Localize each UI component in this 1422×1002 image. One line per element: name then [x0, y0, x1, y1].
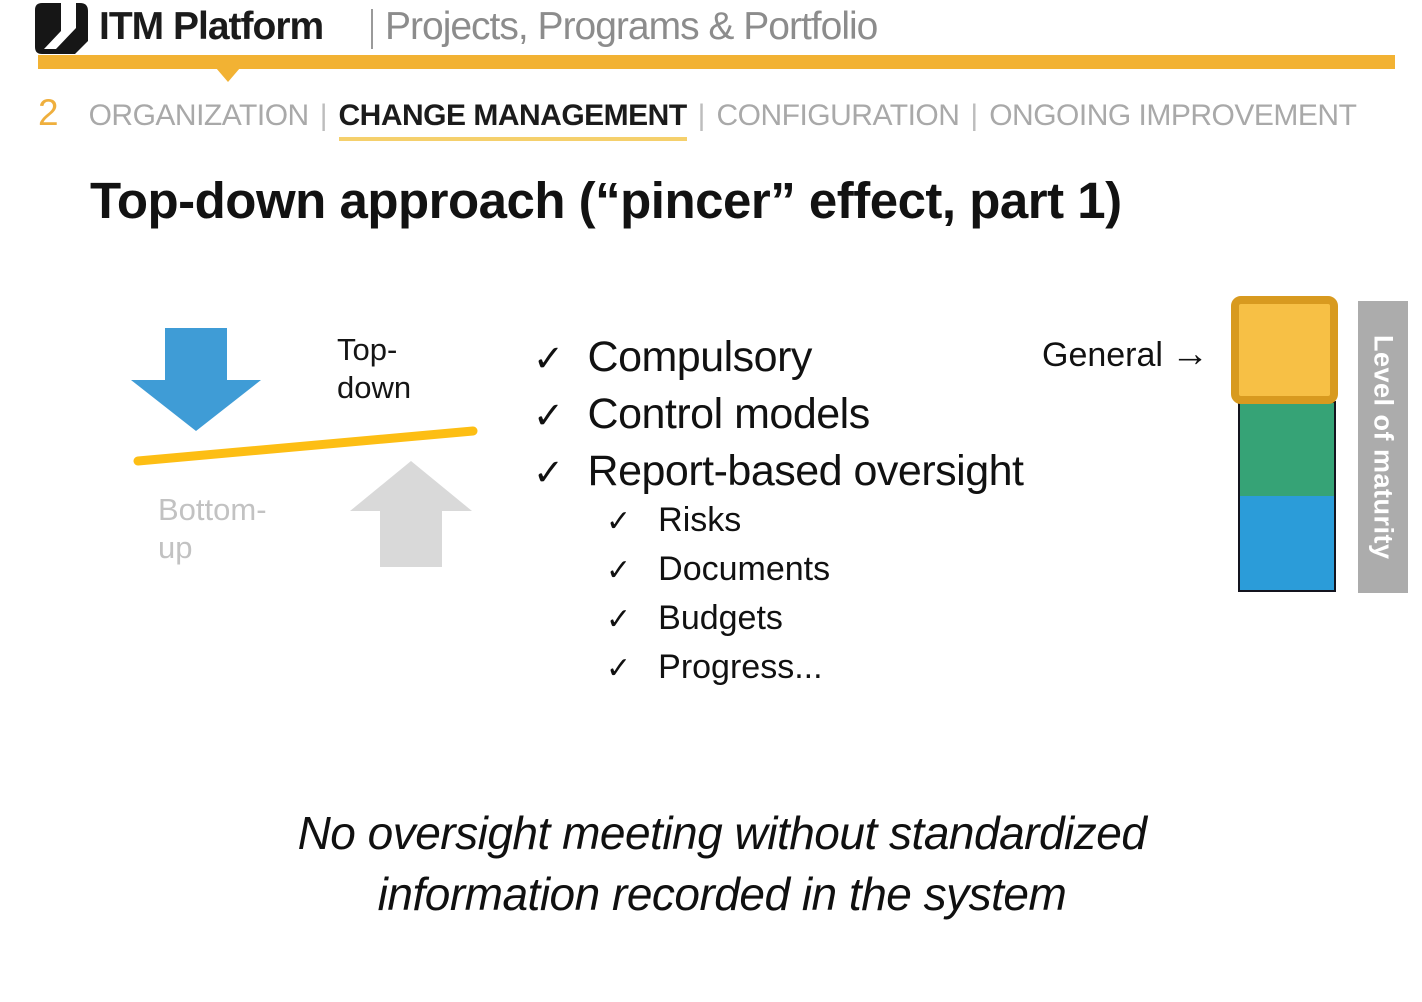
checklist-item-label: Control models — [587, 390, 871, 438]
checklist: ✓ Compulsory ✓ Control models ✓ Report-b… — [533, 333, 1024, 504]
brand-subtitle: Projects, Programs & Portfolio — [385, 5, 878, 48]
checklist-item-label: Compulsory — [587, 333, 813, 381]
sub-checklist-item: ✓ Risks — [606, 501, 830, 550]
nav-item-organization[interactable]: ORGANIZATION — [88, 99, 310, 132]
page-title: Top-down approach (“pincer” effect, part… — [90, 172, 1122, 229]
checklist-item: ✓ Compulsory — [533, 333, 1023, 390]
pincer-divider-line — [133, 426, 478, 466]
check-icon: ✓ — [606, 554, 632, 587]
accent-bar — [38, 55, 1395, 69]
bottom-up-arrow-icon — [350, 461, 472, 567]
bottom-up-label: Bottom- up — [158, 492, 267, 565]
maturity-axis-label: Level of maturity — [1368, 334, 1399, 560]
check-icon: ✓ — [533, 395, 564, 436]
sub-checklist-item-label: Risks — [658, 501, 742, 539]
checklist-item-label: Report-based oversight — [587, 447, 1024, 495]
nav-item-change-management[interactable]: CHANGE MANAGEMENT — [338, 99, 687, 141]
top-down-label: Top- down — [337, 332, 412, 405]
brand-name: ITM Platform — [99, 5, 324, 48]
sub-checklist-item: ✓ Budgets — [606, 599, 830, 648]
maturity-level-base — [1240, 496, 1334, 590]
sub-checklist: ✓ Risks ✓ Documents ✓ Budgets ✓ Progress… — [606, 501, 830, 697]
nav-item-ongoing-improvement[interactable]: ONGOING IMPROVEMENT — [989, 99, 1357, 132]
nav-item-configuration[interactable]: CONFIGURATION — [716, 99, 960, 132]
check-icon: ✓ — [606, 652, 632, 685]
brand-divider — [371, 9, 373, 49]
sub-checklist-item-label: Progress... — [658, 648, 823, 686]
step-number: 2 — [38, 92, 59, 133]
sub-checklist-item-label: Budgets — [658, 599, 783, 637]
right-arrow-icon: → — [1170, 333, 1209, 375]
maturity-level-general — [1231, 296, 1338, 404]
maturity-level-intermediate — [1240, 403, 1334, 496]
nav-separator: | — [697, 99, 706, 132]
checklist-item: ✓ Control models — [533, 390, 1023, 447]
accent-pointer-triangle — [216, 68, 240, 82]
general-pointer-label: General→ — [1042, 333, 1209, 375]
sub-checklist-item: ✓ Progress... — [606, 648, 830, 697]
nav-separator: | — [970, 99, 979, 132]
itm-platform-logo-icon — [35, 3, 88, 54]
footer-note: No oversight meeting without standardize… — [297, 807, 1147, 920]
checklist-item: ✓ Report-based oversight — [533, 447, 1024, 504]
check-icon: ✓ — [533, 452, 564, 493]
breadcrumb: 2 ORGANIZATION | CHANGE MANAGEMENT | CON… — [38, 92, 1357, 141]
sub-checklist-item: ✓ Documents — [606, 550, 830, 599]
sub-checklist-item-label: Documents — [658, 550, 831, 588]
top-down-arrow-icon — [131, 328, 261, 431]
check-icon: ✓ — [533, 338, 564, 379]
check-icon: ✓ — [606, 505, 632, 538]
check-icon: ✓ — [606, 603, 632, 636]
maturity-axis-bar: Level of maturity — [1358, 301, 1408, 593]
nav-separator: | — [319, 99, 328, 132]
maturity-column — [1238, 401, 1336, 592]
